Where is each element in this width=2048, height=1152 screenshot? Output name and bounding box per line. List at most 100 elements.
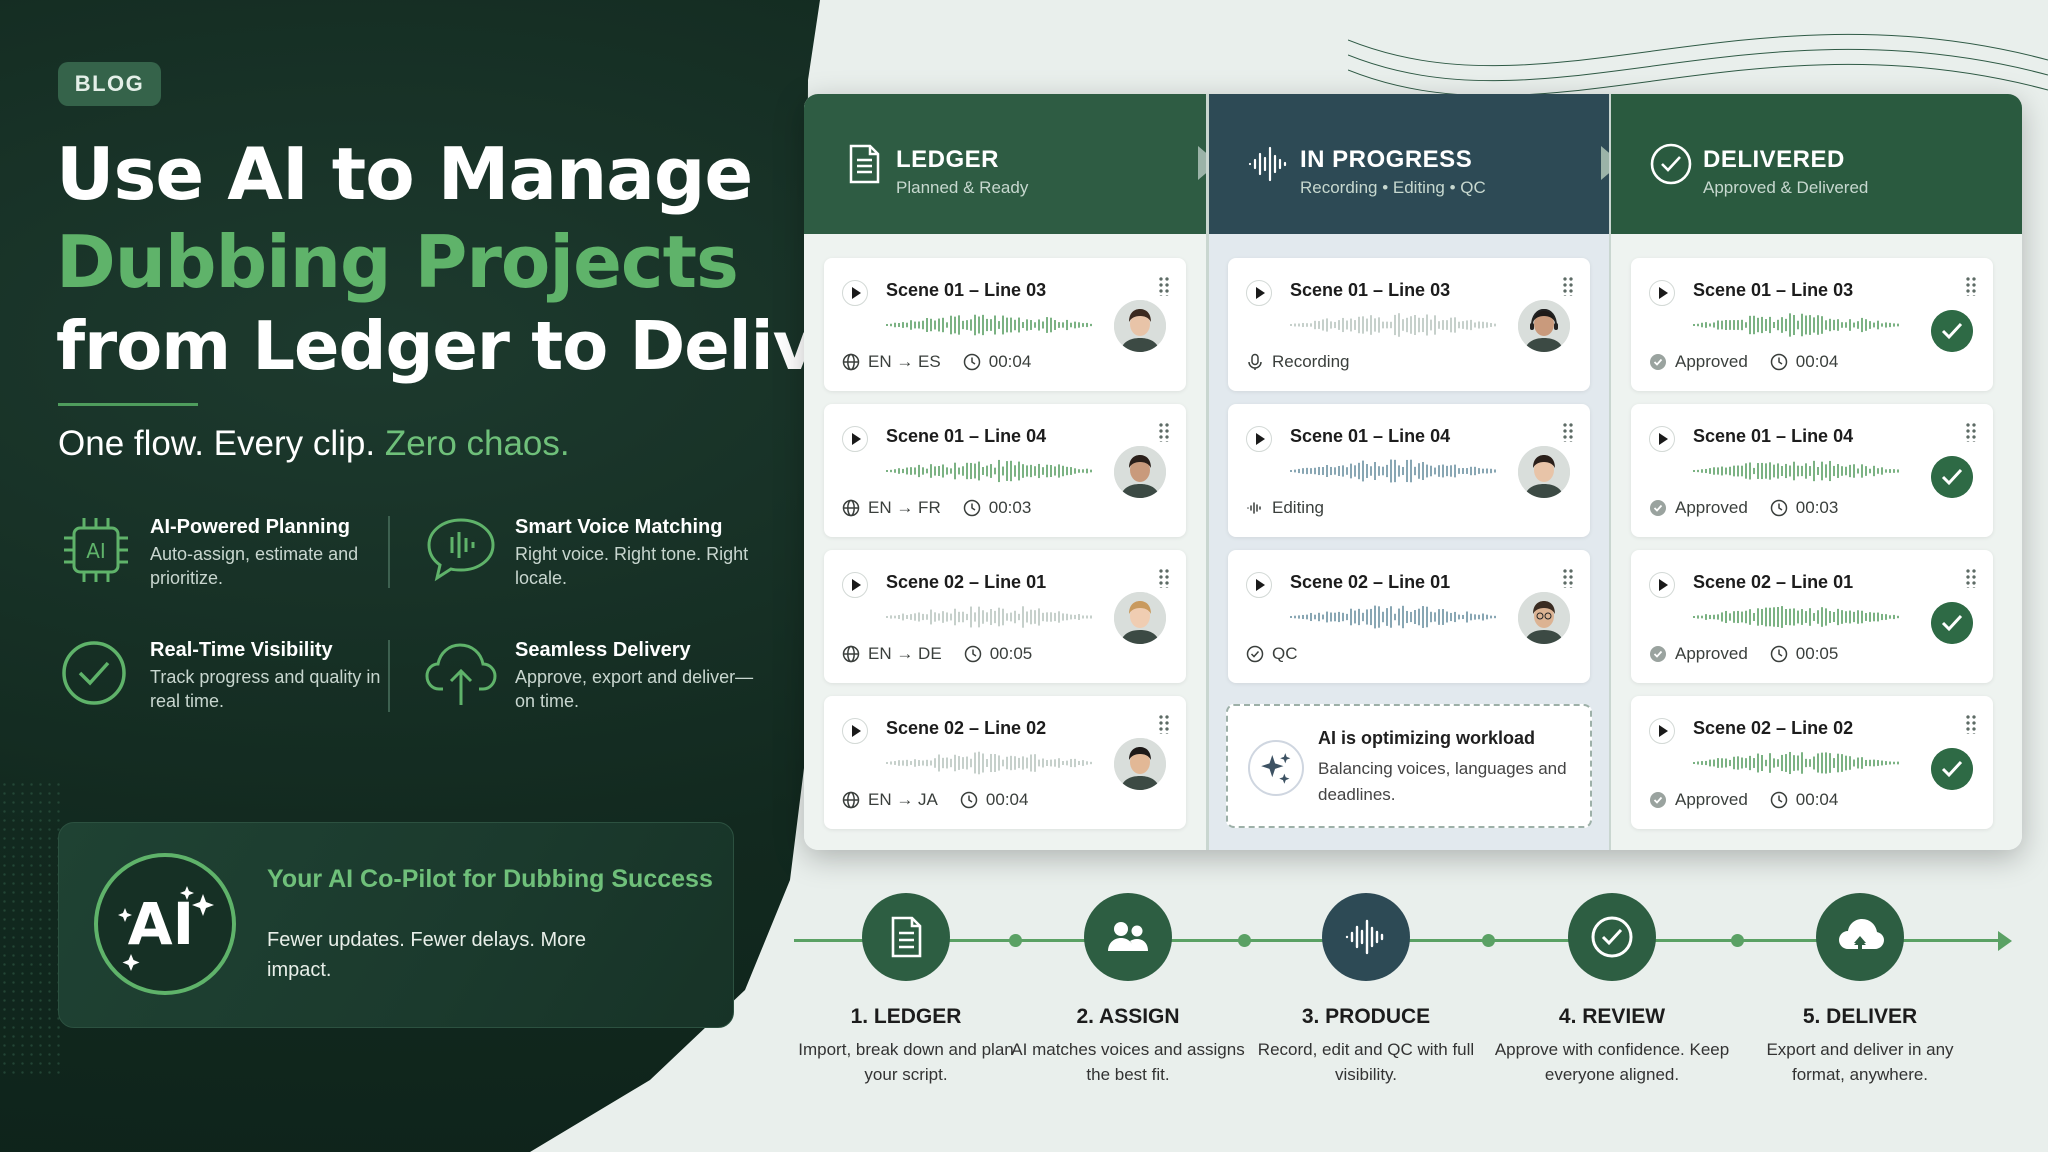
check-circle-icon [1246, 645, 1264, 663]
play-button[interactable] [842, 718, 868, 744]
clock-icon [1770, 791, 1788, 809]
avatar[interactable] [1114, 738, 1166, 790]
timeline-arrow-icon [1998, 931, 2012, 951]
clock-icon [960, 791, 978, 809]
ledger-card[interactable]: Scene 01 – Line 03 EN → ES 00:04 [824, 258, 1186, 391]
step-name: 2. ASSIGN [1076, 1005, 1180, 1028]
card-title: Scene 01 – Line 03 [1290, 280, 1451, 300]
drag-handle-icon[interactable] [1158, 422, 1170, 442]
duration: 00:04 [1795, 790, 1839, 809]
in-progress-card[interactable]: Scene 01 – Line 04 Editing [1228, 404, 1590, 537]
avatar[interactable] [1114, 446, 1166, 498]
tagline: One flow. Every clip. Zero chaos. [58, 424, 570, 464]
card-title: Scene 02 – Line 02 [1693, 718, 1854, 738]
step-desc: Record, edit and QC with full visibility… [1257, 1040, 1475, 1084]
ledger-card[interactable]: Scene 02 – Line 01 EN → DE 00:05 [824, 550, 1186, 683]
feature-divider [388, 516, 390, 588]
drag-handle-icon[interactable] [1562, 568, 1574, 588]
step-produce[interactable]: 3. PRODUCE Record, edit and QC with full… [1246, 893, 1486, 1087]
globe-icon [842, 499, 860, 517]
globe-icon [842, 353, 860, 371]
ai-copilot-card: AI Your AI Co-Pilot for Dubbing Success … [58, 822, 734, 1028]
in-progress-card[interactable]: Scene 02 – Line 01 QC [1228, 550, 1590, 683]
feature-title: Seamless Delivery [515, 639, 691, 661]
feature-title: Smart Voice Matching [515, 516, 723, 538]
play-button[interactable] [1246, 572, 1272, 598]
card-meta: EN → ES 00:04 [842, 352, 1031, 372]
svg-text:AI: AI [86, 539, 106, 563]
step-review[interactable]: 4. REVIEW Approve with confidence. Keep … [1492, 893, 1732, 1087]
feature-ai-planning: AI AI-Powered Planning Auto-assign, esti… [58, 512, 388, 602]
card-meta: Approved 00:03 [1649, 498, 1838, 518]
column-sub: Planned & Ready [896, 178, 1029, 197]
step-name: 1. LEDGER [850, 1005, 962, 1028]
waveform-icon [1248, 146, 1287, 182]
play-button[interactable] [842, 280, 868, 306]
waveform [1290, 605, 1496, 629]
waveform [886, 751, 1092, 775]
waveform [1290, 459, 1496, 483]
play-button[interactable] [1649, 426, 1675, 452]
headline-line-2: Dubbing Projects [56, 220, 739, 304]
play-button[interactable] [1246, 280, 1272, 306]
approved-check-icon [1931, 456, 1973, 498]
check-circle-icon [62, 641, 126, 705]
drag-handle-icon[interactable] [1158, 568, 1170, 588]
play-button[interactable] [842, 572, 868, 598]
drag-handle-icon[interactable] [1158, 276, 1170, 296]
feature-seamless-delivery: Seamless Delivery Approve, export and de… [423, 635, 753, 725]
play-button[interactable] [1649, 718, 1675, 744]
card-meta: EN → DE 00:05 [842, 644, 1032, 664]
check-badge-icon [1650, 500, 1666, 516]
waveform [886, 459, 1092, 483]
check-circle-icon [1650, 143, 1692, 185]
step-deliver[interactable]: 5. DELIVER Export and deliver in any for… [1740, 893, 1980, 1087]
check-circle-icon [1591, 916, 1633, 958]
column-name: IN PROGRESS [1300, 146, 1473, 173]
avatar[interactable] [1114, 592, 1166, 644]
cloud-upload-icon [425, 643, 497, 705]
delivered-card[interactable]: Scene 02 – Line 01 Approved 00:05 [1631, 550, 1993, 683]
drag-handle-icon[interactable] [1965, 714, 1977, 734]
waveform-icon [1247, 502, 1261, 514]
step-ledger[interactable]: 1. LEDGER Import, break down and plan yo… [786, 893, 1026, 1087]
card-title: Scene 01 – Line 04 [1693, 426, 1854, 446]
document-icon [849, 144, 880, 184]
ledger-card[interactable]: Scene 01 – Line 04 EN → FR 00:03 [824, 404, 1186, 537]
feature-desc: Auto-assign, estimate and prioritize. [150, 544, 359, 588]
step-name: 4. REVIEW [1558, 1005, 1666, 1028]
drag-handle-icon[interactable] [1562, 422, 1574, 442]
ledger-card[interactable]: Scene 02 – Line 02 EN → JA 00:04 [824, 696, 1186, 829]
drag-handle-icon[interactable] [1965, 568, 1977, 588]
drag-handle-icon[interactable] [1562, 276, 1574, 296]
play-button[interactable] [1649, 572, 1675, 598]
avatar[interactable] [1114, 300, 1166, 352]
play-button[interactable] [1246, 426, 1272, 452]
delivered-card[interactable]: Scene 01 – Line 03 Approved 00:04 [1631, 258, 1993, 391]
delivered-card[interactable]: Scene 01 – Line 04 Approved 00:03 [1631, 404, 1993, 537]
waveform [1693, 751, 1899, 775]
card-status: Editing [1272, 498, 1324, 517]
blog-badge[interactable]: BLOG [58, 62, 161, 106]
check-badge-icon [1650, 354, 1666, 370]
card-meta: QC [1246, 644, 1298, 664]
play-button[interactable] [1649, 280, 1675, 306]
drag-handle-icon[interactable] [1965, 422, 1977, 442]
feature-desc: Right voice. Right tone. Right locale. [515, 544, 749, 588]
play-button[interactable] [842, 426, 868, 452]
delivered-card[interactable]: Scene 02 – Line 02 Approved 00:04 [1631, 696, 1993, 829]
avatar[interactable] [1518, 300, 1570, 352]
drag-handle-icon[interactable] [1158, 714, 1170, 734]
drag-handle-icon[interactable] [1965, 276, 1977, 296]
voice-bubble-icon [427, 518, 495, 582]
avatar[interactable] [1518, 446, 1570, 498]
in-progress-card[interactable]: Scene 01 – Line 03 Recording [1228, 258, 1590, 391]
microphone-icon [1248, 353, 1262, 370]
step-assign[interactable]: 2. ASSIGN AI matches voices and assigns … [1008, 893, 1248, 1087]
card-meta: Approved 00:04 [1649, 790, 1838, 810]
step-circle [1568, 893, 1656, 981]
avatar[interactable] [1518, 592, 1570, 644]
clock-icon [1770, 645, 1788, 663]
clock-icon [963, 499, 980, 517]
step-circle [1816, 893, 1904, 981]
